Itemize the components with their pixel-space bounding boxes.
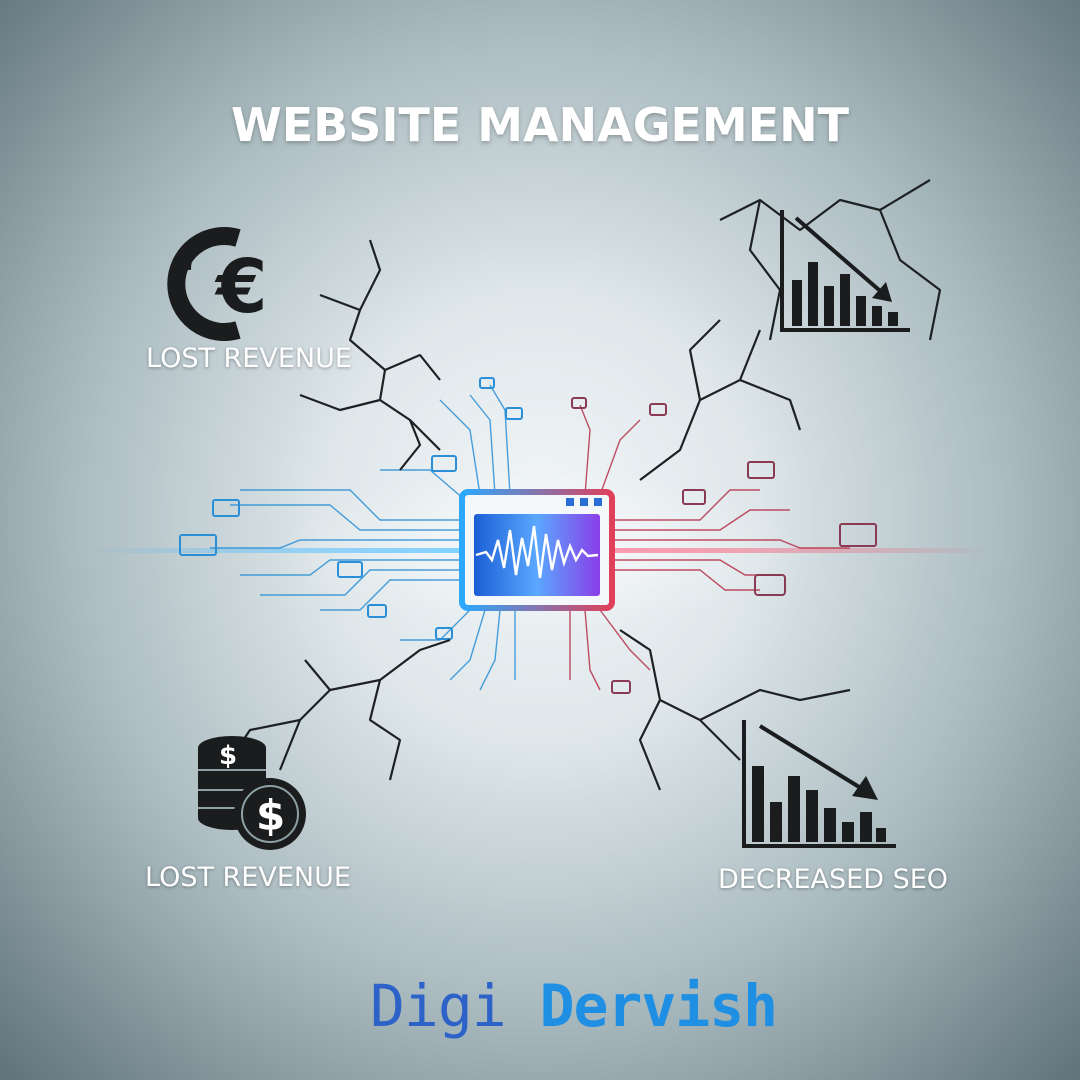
- chip-icons-left: [179, 377, 523, 640]
- logo-word-dervish: Dervish: [539, 972, 778, 1040]
- svg-text:$: $: [219, 741, 237, 771]
- label-lost-revenue-bottom: LOST REVENUE: [145, 862, 351, 893]
- logo-word-digi: Digi: [370, 972, 507, 1040]
- dollar-coins-icon: $ $: [198, 736, 306, 850]
- euro-icon: €: [167, 227, 268, 341]
- cracks: [229, 179, 942, 791]
- browser-window-icon: [459, 489, 615, 611]
- chip-icons-right: [571, 397, 877, 694]
- svg-text:$: $: [256, 791, 285, 840]
- declining-chart-icon: [780, 210, 910, 332]
- label-lost-revenue-top: LOST REVENUE: [146, 343, 352, 374]
- logo: Digi Dervish: [370, 972, 778, 1040]
- label-decreased-seo: DECREASED SEO: [718, 864, 949, 895]
- page-title: WEBSITE MANAGEMENT: [230, 98, 849, 152]
- circuit-traces-left: [210, 384, 516, 691]
- svg-text:€: €: [214, 244, 268, 330]
- declining-chart-icon: [742, 720, 896, 848]
